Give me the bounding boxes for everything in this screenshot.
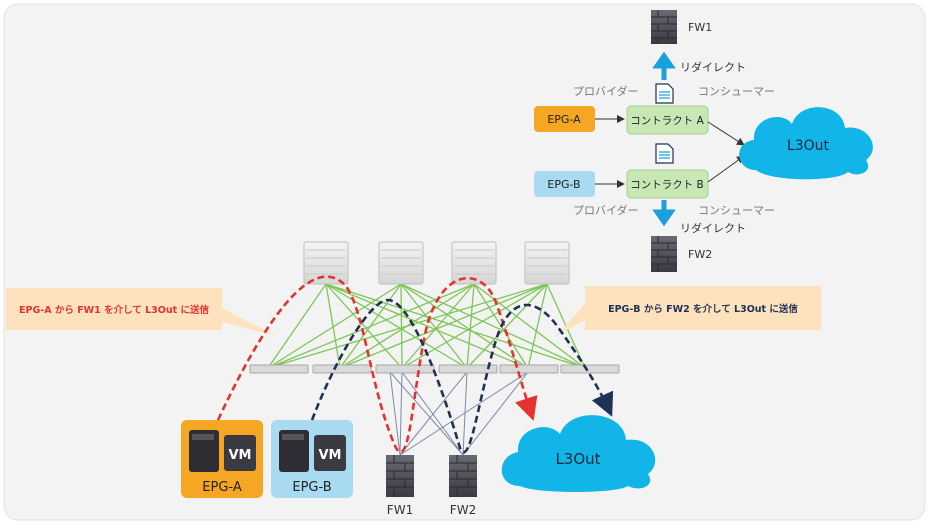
- callout-left: EPG-A から FW1 を介して L3Out に送信: [6, 288, 276, 336]
- top-epg-b-label: EPG-B: [547, 178, 580, 191]
- callout-right: EPG-B から FW2 を介して L3Out に送信: [556, 286, 821, 336]
- leaf-switch-1-icon: [249, 364, 309, 374]
- redirect-down-arrow: [652, 200, 676, 227]
- top-epg-b-box: [534, 171, 595, 197]
- top-epg-a-label: EPG-A: [547, 113, 581, 126]
- firewall-icon-top-fw2: [651, 236, 677, 272]
- contract-b-to-l3out-arrow: [707, 155, 745, 183]
- provider-top-label: プロバイダー: [573, 84, 639, 98]
- contract-document-icon-a: [655, 83, 674, 104]
- leaf-switch-2-icon: [312, 364, 372, 374]
- vm-icon-epg-b: [314, 435, 346, 471]
- contract-b-label: コントラクト B: [630, 179, 704, 191]
- consumer-bottom-label: コンシューマー: [698, 204, 775, 217]
- bottom-fw1-label: FW1: [387, 503, 413, 517]
- vm-a-label: VM: [229, 448, 252, 463]
- leaf-firewall-links: [389, 371, 529, 456]
- bottom-epg-a-label: EPG-A: [202, 480, 242, 495]
- top-fw1-label: FW1: [688, 21, 712, 34]
- spine-leaf-links: [267, 283, 586, 369]
- top-fw2-label: FW2: [688, 248, 712, 261]
- top-l3out-label: L3Out: [787, 138, 830, 154]
- callout-right-text: EPG-B から FW2 を介して L3Out に送信: [608, 303, 798, 315]
- contract-a-box: [626, 105, 709, 135]
- bottom-l3out-label: L3Out: [555, 450, 600, 468]
- contract-a-to-l3out-arrow: [707, 121, 745, 146]
- contract-b-box: [626, 169, 709, 199]
- epg-a-redirect-path: [216, 275, 538, 453]
- firewall-icon-top-fw1: [651, 10, 677, 44]
- bottom-epg-b-label: EPG-B: [292, 480, 331, 495]
- bottom-epg-b-group: VM EPG-B: [271, 420, 353, 498]
- bottom-fw2-label: FW2: [450, 503, 476, 517]
- firewall-icon-bottom-fw1: [386, 455, 414, 497]
- bottom-epg-a-group: VM EPG-A: [181, 420, 263, 498]
- contract-a-label: コントラクト A: [630, 115, 704, 127]
- leaf-switch-3-icon: [375, 364, 435, 374]
- callout-left-text: EPG-A から FW1 を介して L3Out に送信: [19, 304, 209, 316]
- server-icon-epg-a: [189, 430, 219, 472]
- epg-b-redirect-path: [310, 298, 614, 454]
- spine-switch-3-icon: [451, 241, 497, 285]
- vm-icon-epg-a: [224, 435, 256, 471]
- top-epg-a-box: [534, 106, 595, 132]
- vm-b-label: VM: [319, 448, 342, 463]
- provider-bottom-label: プロバイダー: [573, 203, 639, 217]
- spine-switch-4-icon: [524, 241, 570, 285]
- firewall-icon-bottom-fw2: [449, 455, 477, 497]
- leaf-switch-5-icon: [499, 364, 559, 374]
- spine-switch-1-icon: [303, 241, 349, 285]
- spine-switch-2-icon: [378, 241, 424, 285]
- redirect-top-label: リダイレクト: [680, 60, 746, 74]
- leaf-switch-4-icon: [438, 364, 498, 374]
- redirect-bottom-label: リダイレクト: [680, 221, 746, 235]
- consumer-top-label: コンシューマー: [698, 85, 775, 98]
- bottom-l3out-cloud-icon: [501, 415, 656, 492]
- redirect-up-arrow: [652, 51, 676, 80]
- top-l3out-cloud-icon: [739, 107, 873, 180]
- leaf-switch-6-icon: [560, 364, 620, 374]
- contract-document-icon-b: [655, 143, 674, 164]
- server-icon-epg-b: [279, 430, 309, 472]
